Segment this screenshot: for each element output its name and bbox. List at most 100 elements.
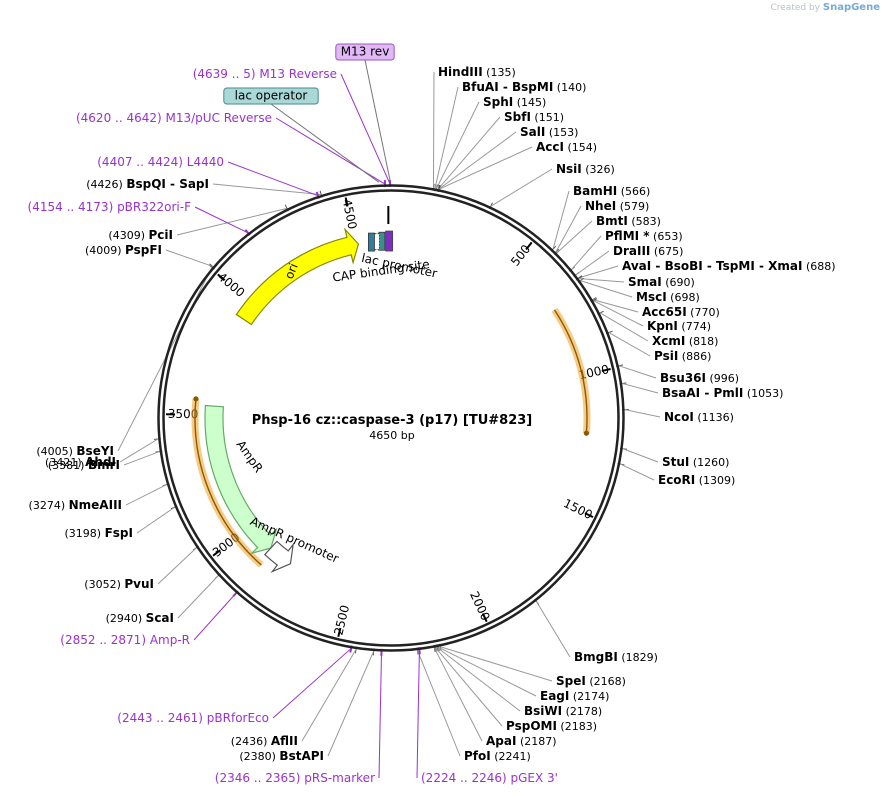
enzyme-leader-line xyxy=(436,647,521,712)
snapgene-watermark: Created by SnapGene xyxy=(770,2,880,13)
enzyme-name: SphI xyxy=(483,95,513,109)
watermark-prefix: Created by xyxy=(770,3,820,13)
enzyme-leader-line xyxy=(552,190,570,250)
m13-rev-box-text: M13 rev xyxy=(341,45,390,59)
primer-range: (2346 .. 2365) xyxy=(215,771,305,785)
primer-label: (2346 .. 2365) pRS-marker xyxy=(215,771,375,785)
tick-mark-2000 xyxy=(481,613,488,623)
enzyme-label: BmgBI (1829) xyxy=(574,650,658,664)
enzyme-label: (3052) PvuI xyxy=(84,577,154,591)
enzyme-position: (2940) xyxy=(106,612,146,625)
enzyme-label: SalI (153) xyxy=(520,125,578,139)
primer-leader-line xyxy=(378,651,383,779)
enzyme-name: StuI xyxy=(662,455,689,469)
enzyme-leader-line xyxy=(125,484,167,506)
enzyme-name: ApaI xyxy=(486,734,516,748)
lac-operator-box-box xyxy=(223,87,319,105)
primer-label: (4639 .. 5) M13 Reverse xyxy=(193,67,337,81)
primer-name: Amp-R xyxy=(150,633,190,647)
enzyme-position: (3381) xyxy=(48,459,88,472)
enzyme-name: AvaI - BsoBI - TspMI - XmaI xyxy=(622,259,802,273)
enzyme-position: (154) xyxy=(564,141,597,154)
enzyme-name: BsiWI xyxy=(524,704,562,718)
feature-label-ampr: AmpR xyxy=(234,438,266,475)
enzyme-name: ScaI xyxy=(146,611,174,625)
enzyme-label: Bsu36I (996) xyxy=(660,371,739,385)
enzyme-name: BsaAI - PmlI xyxy=(662,386,743,400)
feature-arrow-ampr-promoter xyxy=(263,540,295,573)
enzyme-leader-line xyxy=(177,575,219,619)
enzyme-label: (2940) ScaI xyxy=(106,611,174,625)
enzyme-label: (3381) BmrI xyxy=(48,458,120,472)
enzyme-position: (145) xyxy=(513,96,546,109)
plasmid-name: Phsp-16 cz::caspase-3 (p17) [TU#823] xyxy=(252,413,532,428)
enzyme-position: (4426) xyxy=(86,178,126,191)
primer-leader-line xyxy=(227,161,319,197)
primer-name: M13 Reverse xyxy=(259,67,337,81)
enzyme-leader-line xyxy=(624,409,661,418)
enzyme-label: NsiI (326) xyxy=(556,162,615,176)
enzyme-leader-line xyxy=(438,646,537,697)
enzyme-leader-line xyxy=(580,280,633,298)
enzyme-label: (4426) BspQI - SapI xyxy=(86,177,209,191)
enzyme-leader-line xyxy=(436,101,480,189)
enzyme-leader-line xyxy=(438,131,517,190)
enzyme-label: PsiI (886) xyxy=(654,349,711,363)
enzyme-label: Acc65I (770) xyxy=(642,305,720,319)
enzyme-name: KpnI xyxy=(647,319,678,333)
enzyme-name: NsiI xyxy=(556,162,582,176)
enzyme-name: NcoI xyxy=(664,410,694,424)
primer-label: (4407 .. 4424) L4440 xyxy=(97,155,224,169)
enzyme-label: AvaI - BsoBI - TspMI - XmaI (688) xyxy=(622,259,836,273)
enzyme-label: EcoRI (1309) xyxy=(658,473,735,487)
enzyme-label: BamHI (566) xyxy=(573,184,650,198)
enzyme-position: (2380) xyxy=(239,750,279,763)
tick-label-1500: 1500 xyxy=(561,496,595,522)
enzyme-label: (4005) BseYI xyxy=(36,444,114,458)
enzyme-label: HindIII (135) xyxy=(438,65,516,79)
backbone-inner xyxy=(162,189,620,647)
backbone-outer xyxy=(157,184,625,652)
enzyme-name: PspOMI xyxy=(506,719,557,733)
enzyme-name: PfoI xyxy=(464,749,491,763)
enzyme-label: SphI (145) xyxy=(483,95,546,109)
enzyme-label: AccI (154) xyxy=(536,140,597,154)
tick-mark-4500 xyxy=(344,197,349,207)
tick-mark-1000 xyxy=(601,368,611,372)
enzyme-leader-line xyxy=(136,506,175,534)
enzyme-position: (1829) xyxy=(618,651,658,664)
enzyme-position: (140) xyxy=(553,81,586,94)
enzyme-label: (3274) NmeAIII xyxy=(29,498,122,512)
enzyme-name: AhdI xyxy=(85,455,116,469)
primer-leader-line xyxy=(416,650,420,779)
enzyme-label: PflMI * (653) xyxy=(605,229,683,243)
enzyme-name: BmtI xyxy=(596,214,628,228)
lac-operator-box-text: lac operator xyxy=(235,89,308,103)
enzyme-position: (2183) xyxy=(557,720,597,733)
enzyme-leader-line xyxy=(165,249,213,267)
enzyme-name: SalI xyxy=(520,125,545,139)
tick-label-4000: 4000 xyxy=(215,270,247,300)
enzyme-position: (698) xyxy=(667,291,700,304)
enzyme-position: (3198) xyxy=(65,527,105,540)
enzyme-name: BamHI xyxy=(573,184,617,198)
orf-arc-1 xyxy=(194,398,262,566)
enzyme-label: DraIII (675) xyxy=(613,244,683,258)
enzyme-label: BsiWI (2178) xyxy=(524,704,602,718)
enzyme-name: SmaI xyxy=(628,275,662,289)
enzyme-position: (4309) xyxy=(108,229,148,242)
enzyme-name: BstAPI xyxy=(279,749,324,763)
enzyme-position: (579) xyxy=(616,200,649,213)
enzyme-position: (151) xyxy=(531,111,564,124)
enzyme-name: BmgBI xyxy=(574,650,618,664)
tick-mark-2500 xyxy=(337,627,342,637)
enzyme-position: (774) xyxy=(678,320,711,333)
primer-label: (2852 .. 2871) Amp-R xyxy=(60,633,190,647)
enzyme-leader-line xyxy=(119,438,159,463)
enzyme-label: NcoI (1136) xyxy=(664,410,734,424)
enzyme-position: (653) xyxy=(650,230,683,243)
enzyme-leader-line xyxy=(176,207,288,236)
enzyme-position: (3421) xyxy=(45,456,85,469)
enzyme-name: FspI xyxy=(105,526,133,540)
enzyme-position: (2174) xyxy=(569,690,609,703)
